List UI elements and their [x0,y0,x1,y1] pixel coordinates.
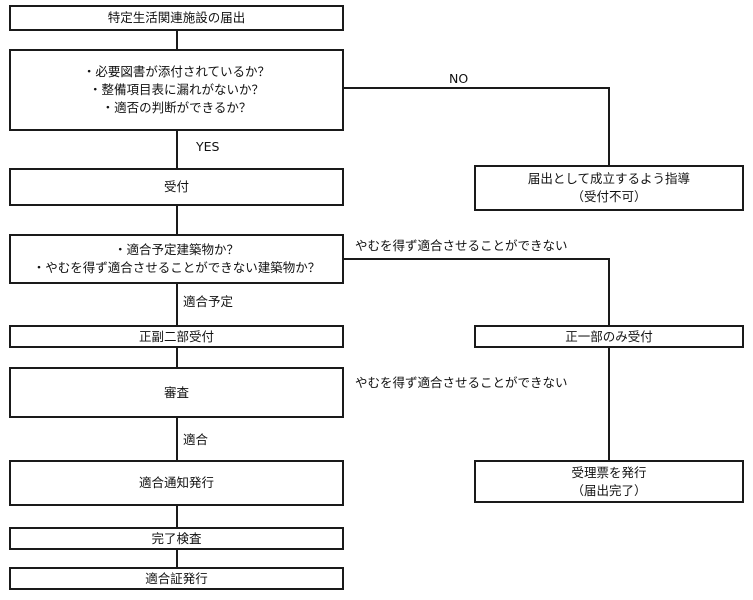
completion-inspection-text: 完了検査 [151,530,202,546]
two-copies-box: 正副二部受付 [9,325,344,348]
receipt-text-2: （届出完了） [571,482,647,498]
receipt-text-1: 受理票を発行 [571,464,647,480]
certificate-text: 適合証発行 [145,570,208,586]
certificate-box: 適合証発行 [9,567,344,590]
compliance-notice-box: 適合通知発行 [9,460,344,506]
accept-text: 受付 [163,179,189,194]
accept-box: 受付 [9,168,344,206]
building-check-item-2: ・やむを得ず適合させることができない建築物か？ [32,260,321,275]
building-check-box: ・適合予定建築物か？ ・やむを得ず適合させることができない建築物か？ [9,234,344,284]
receipt-box: 受理票を発行 （届出完了） [474,460,744,503]
compliance-notice-text: 適合通知発行 [138,475,214,490]
checklist-box: ・必要図書が添付されているか？ ・整備項目表に漏れがないか？ ・適否の判断ができ… [9,49,344,131]
review-box: 審査 [9,367,344,418]
label-no: NO [449,71,469,86]
original-only-box: 正一部のみ受付 [474,325,744,348]
guide-box: 届出として成立するよう指導 （受付不可） [474,165,744,211]
label-unavoidable-2: やむを得ず適合させることができない [355,375,568,390]
notification-text: 特定生活関連施設の届出 [107,10,246,25]
label-conforming: 適合 [183,432,209,447]
guide-text-1: 届出として成立するよう指導 [527,171,691,186]
label-unavoidable-1: やむを得ず適合させることができない [355,238,568,253]
notification-box: 特定生活関連施設の届出 [9,5,344,31]
label-yes: YES [196,139,220,154]
checklist-item-3: ・適否の判断ができるか？ [101,100,252,115]
checklist-item-2: ・整備項目表に漏れがないか？ [88,82,264,97]
original-only-text: 正一部のみ受付 [565,328,653,344]
completion-inspection-box: 完了検査 [9,527,344,550]
two-copies-text: 正副二部受付 [138,328,214,344]
checklist-item-1: ・必要図書が添付されているか？ [82,64,271,79]
review-text: 審査 [163,384,189,400]
building-check-item-1: ・適合予定建築物か？ [113,242,239,257]
label-planned: 適合予定 [183,294,234,309]
guide-text-2: （受付不可） [571,189,647,204]
